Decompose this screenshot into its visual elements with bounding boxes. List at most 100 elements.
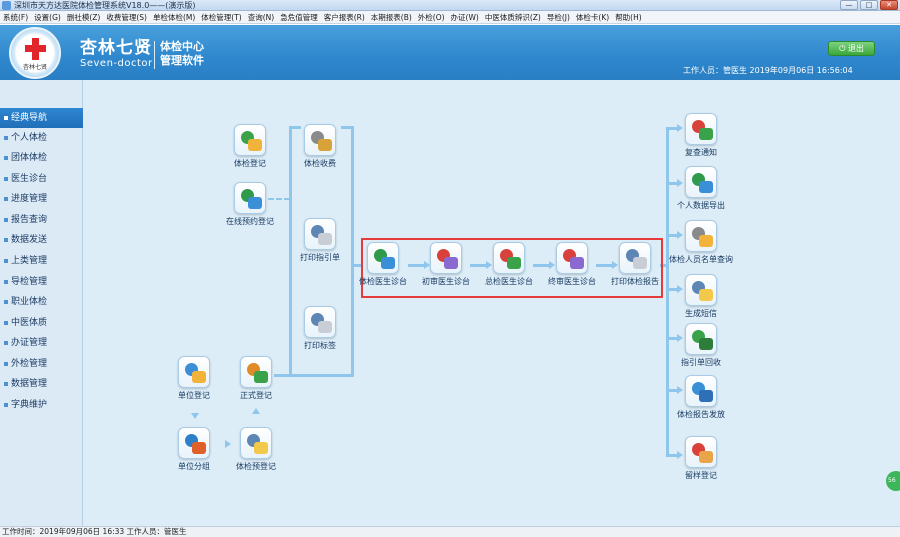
sidebar-item-progress[interactable]: 进度管理	[0, 189, 83, 209]
sidebar-item-certificate[interactable]: 办证管理	[0, 333, 83, 353]
menu-guide[interactable]: 导检(J)	[546, 12, 570, 22]
node-generate-sms[interactable]: 生成短信	[661, 274, 741, 319]
flow-line	[274, 374, 354, 377]
close-button[interactable]: ✕	[880, 0, 898, 10]
sidebar-item-category[interactable]: 上类管理	[0, 251, 83, 271]
recycle-icon	[685, 323, 717, 355]
node-pre-registration[interactable]: 体检预登记	[216, 427, 296, 472]
sidebar-item-label: 中医体质	[11, 318, 48, 328]
sidebar-item-dictionary[interactable]: 字典维护	[0, 395, 83, 415]
menu-query[interactable]: 查询(N)	[247, 12, 275, 22]
node-report-distribution[interactable]: 体检报告发放	[661, 375, 741, 420]
node-label: 打印体检报告	[611, 277, 659, 286]
window-title: 深圳市天方达医院体检管理系统V18.0——(演示版)	[14, 1, 196, 10]
arrow-icon	[549, 261, 555, 269]
node-personal-data-export[interactable]: 个人数据导出	[661, 166, 741, 211]
minimize-button[interactable]: —	[840, 0, 858, 10]
charge-icon	[304, 124, 336, 156]
node-print-label[interactable]: 打印标签	[280, 306, 360, 351]
flow-line	[666, 454, 678, 457]
notice-icon	[685, 113, 717, 145]
envelope-icon	[685, 274, 717, 306]
menu-customer-report[interactable]: 客户报表(R)	[323, 12, 365, 22]
magnifier-icon	[685, 220, 717, 252]
bullet-icon	[4, 362, 8, 366]
floating-status-badge[interactable]: 56	[886, 471, 900, 491]
menu-settings[interactable]: 设置(G)	[34, 12, 61, 22]
menu-help[interactable]: 帮助(H)	[615, 12, 642, 22]
node-recheck-notice[interactable]: 复查通知	[661, 113, 741, 158]
bullet-icon	[4, 300, 8, 304]
sidebar-item-data-send[interactable]: 数据发送	[0, 230, 83, 250]
node-guide-recovery[interactable]: 指引单回收	[661, 323, 741, 368]
bullet-icon	[4, 197, 8, 201]
node-sample-registration[interactable]: 留样登记	[661, 436, 741, 481]
sidebar-item-data-manage[interactable]: 数据管理	[0, 374, 83, 394]
menu-tcm[interactable]: 中医体质辨识(Z)	[484, 12, 541, 22]
sidebar-item-classic-nav[interactable]: 经典导航	[0, 108, 83, 128]
arrow-icon	[677, 285, 683, 293]
menu-system[interactable]: 系统(F)	[3, 12, 29, 22]
sidebar-item-tcm[interactable]: 中医体质	[0, 313, 83, 333]
menu-period-report[interactable]: 本期报表(B)	[370, 12, 412, 22]
title-bar: 深圳市天方达医院体检管理系统V18.0——(演示版) — □ ✕	[0, 0, 900, 11]
bullet-icon	[4, 136, 8, 140]
printer-icon	[619, 242, 651, 274]
arrow-icon	[252, 408, 260, 414]
clipboard-icon	[685, 436, 717, 468]
bullet-icon	[4, 403, 8, 407]
sidebar-item-guide[interactable]: 导检管理	[0, 272, 83, 292]
node-print-guide[interactable]: 打印指引单	[280, 218, 360, 263]
menu-bar: 系统(F) 设置(G) 删社模(Z) 收费管理(S) 单检体检(M) 体检管理(…	[0, 11, 900, 24]
menu-charge[interactable]: 收费管理(S)	[106, 12, 147, 22]
node-initial-review-desk[interactable]: 初审医生诊台	[406, 242, 486, 287]
red-cross-bar	[25, 45, 46, 52]
arrow-icon	[225, 440, 231, 448]
node-label: 打印标签	[304, 341, 336, 350]
flow-line	[666, 288, 678, 291]
menu-card[interactable]: 体检卡(K)	[575, 12, 610, 22]
node-print-report[interactable]: 打印体检报告	[595, 242, 675, 287]
menu-delete[interactable]: 删社模(Z)	[66, 12, 101, 22]
node-online-booking[interactable]: 在线预约登记	[210, 182, 290, 227]
sidebar-item-external[interactable]: 外检管理	[0, 354, 83, 374]
menu-single-exam[interactable]: 单检体检(M)	[152, 12, 196, 22]
flow-line	[351, 126, 354, 376]
bullet-icon	[4, 259, 8, 263]
sidebar-item-group-exam[interactable]: 团体体检	[0, 148, 83, 168]
doctor-icon	[556, 242, 588, 274]
menu-certificate[interactable]: 办证(W)	[450, 12, 479, 22]
node-unit-registration[interactable]: 单位登记	[154, 356, 234, 401]
node-formal-registration[interactable]: 正式登记	[216, 356, 296, 401]
bullet-icon	[4, 280, 8, 284]
node-unit-grouping[interactable]: 单位分组	[154, 427, 234, 472]
node-label: 个人数据导出	[677, 201, 725, 210]
menu-exam-manage[interactable]: 体检管理(T)	[201, 12, 242, 22]
sidebar-item-label: 上类管理	[11, 256, 48, 266]
sidebar-item-personal-exam[interactable]: 个人体检	[0, 128, 83, 148]
doctor-workflow-highlight	[361, 238, 663, 298]
node-exam-doctor-desk[interactable]: 体检医生诊台	[343, 242, 423, 287]
flow-line	[289, 126, 301, 129]
menu-external[interactable]: 外检(O)	[417, 12, 445, 22]
bullet-icon	[4, 341, 8, 345]
flow-line	[666, 337, 678, 340]
node-attendee-list-query[interactable]: 体检人员名单查询	[661, 220, 741, 265]
maximize-button[interactable]: □	[860, 0, 878, 10]
menu-critical[interactable]: 急危值管理	[280, 12, 318, 22]
bullet-icon	[4, 116, 8, 120]
flow-line	[596, 264, 614, 267]
sidebar-item-doctor-desk[interactable]: 医生诊台	[0, 169, 83, 189]
printer-icon	[304, 218, 336, 250]
sidebar-item-occupational[interactable]: 职业体检	[0, 292, 83, 312]
node-exam-registration[interactable]: 体检登记	[210, 124, 290, 169]
node-exam-charge[interactable]: 体检收费	[280, 124, 360, 169]
node-label: 生成短信	[685, 309, 717, 318]
node-final-review-desk[interactable]: 终审医生诊台	[532, 242, 612, 287]
sidebar-item-report-query[interactable]: 报告查询	[0, 210, 83, 230]
pre-registration-icon	[240, 427, 272, 459]
flow-line	[470, 264, 488, 267]
node-chief-doctor-desk[interactable]: 总检医生诊台	[469, 242, 549, 287]
exit-button[interactable]: ⏻ 退出	[828, 41, 875, 56]
sidebar-item-label: 团体体检	[11, 153, 48, 163]
